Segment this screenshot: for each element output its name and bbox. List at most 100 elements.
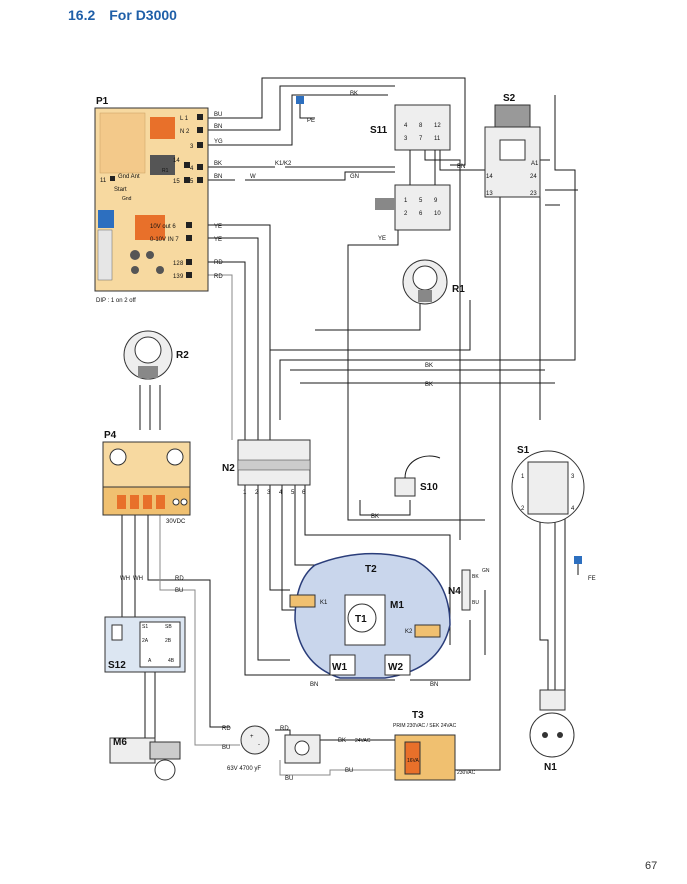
wire-label: BN: [214, 174, 222, 180]
s11-actuator: [375, 198, 395, 210]
wire-label: BK: [425, 382, 433, 388]
p1-capacitor-2: [146, 251, 154, 259]
s11-pin-7: 7: [419, 136, 423, 142]
p1-transformer: [150, 155, 175, 175]
label-t2: T2: [365, 564, 377, 575]
wire-label: BU: [222, 745, 230, 751]
p1-dip-switch: [98, 210, 114, 228]
n2-pin-3: 3: [267, 490, 271, 496]
wire-label: BK: [350, 91, 358, 97]
label-n2: N2: [222, 463, 235, 474]
wire-label: RD: [222, 726, 231, 732]
s11-pin-3: 3: [404, 136, 408, 142]
n4-pin-bu: BU: [472, 600, 479, 606]
p1-terminal-7: 0-10V IN 7: [150, 237, 179, 243]
wire-label: BK: [338, 738, 346, 744]
s11-pin-8: 8: [419, 123, 423, 129]
p1-connector-strip: [97, 229, 113, 281]
p4-voltage: 30VDC: [166, 519, 186, 525]
pe-label: PE: [307, 118, 315, 124]
p1-label-start: Start: [114, 187, 127, 193]
p1-terminal-5: 5: [190, 179, 194, 185]
wire-label: BU: [285, 776, 293, 782]
label-s11: S11: [370, 125, 388, 136]
capacitor-value: 63V 4700 yF: [227, 766, 261, 772]
wire-label: GN: [350, 174, 359, 180]
s2-coil: [499, 139, 526, 161]
s12-pin-s1: S1: [142, 624, 148, 630]
s12-pin-2b: 2B: [165, 638, 172, 644]
wire-label: BK: [425, 363, 433, 369]
s12-pin-sb: SB: [165, 624, 172, 630]
label-s10: S10: [420, 482, 438, 493]
s2-pin-24: 24: [530, 174, 537, 180]
label-s1: S1: [517, 445, 530, 456]
p1-terminal-15: 15: [173, 179, 180, 185]
p1-terminal-12: 12: [173, 261, 180, 267]
n2-pin-6: 6: [302, 490, 306, 496]
label-p4: P4: [104, 430, 117, 441]
fe-label: FE: [588, 576, 596, 582]
n4-pin-bk: BK: [472, 574, 479, 580]
n4-terminal: N4 BK GN BU: [448, 568, 490, 611]
s1-pin-1: 1: [521, 474, 525, 480]
p1-analog-block: [135, 215, 165, 240]
label-m1: M1: [390, 600, 404, 611]
wire-label: RD: [280, 726, 289, 732]
section-title: For D3000: [109, 7, 177, 23]
label-w1: W1: [332, 662, 347, 673]
s10-body: [394, 477, 416, 497]
label-r1: R1: [452, 284, 465, 295]
s11-pin-6: 6: [419, 211, 423, 217]
wire-label: YE: [378, 236, 386, 242]
r1-sensor: R1: [402, 259, 465, 305]
capacitor-body: [240, 725, 270, 755]
label-n4: N4: [448, 586, 461, 597]
wire-label: YE: [214, 224, 222, 230]
section-number: 16.2: [68, 7, 96, 23]
wire-label: BK: [371, 514, 379, 520]
p1-label-r1: R1: [162, 168, 169, 174]
rectifier-body: [284, 734, 321, 764]
m1-motor: M1 T1 K1 K2 T2 W1 W2: [289, 552, 451, 679]
s2-head: [494, 104, 531, 128]
n4-body: [461, 569, 471, 611]
p1-label-gnd: Gnd: [122, 196, 132, 202]
label-w2: W2: [388, 662, 403, 673]
t3-transformer: T3 PRIM 230VAC / SEK 24VAC 16VA 24VAC 23…: [355, 710, 476, 781]
label-r2: R2: [176, 350, 189, 361]
wire-label: RD: [214, 260, 223, 266]
t3-body: [394, 734, 456, 781]
s12-switch: S12 S1 SB 2A 2B A 4B: [104, 616, 186, 673]
s12-pin-2a: 2A: [142, 638, 149, 644]
rectifier: [284, 734, 321, 764]
p1-terminal-14: 14: [173, 158, 180, 164]
p1-terminal-2: N 2: [180, 129, 190, 135]
p1-capacitor-3: [131, 266, 139, 274]
n2-pin-4: 4: [279, 490, 283, 496]
p1-relay-block: [150, 117, 175, 139]
r2-sensor: R2: [123, 330, 189, 380]
p1-terminal-11: 11: [100, 178, 107, 184]
m6-motor: M6: [109, 737, 181, 781]
wire-label: BU: [175, 588, 183, 594]
s11-pin-10: 10: [434, 211, 441, 217]
s2-pin-14: 14: [486, 174, 493, 180]
p1-terminal-3: 3: [190, 144, 194, 150]
wire-label: RD: [214, 274, 223, 280]
s12-pin-a: A: [148, 658, 152, 664]
s11-pin-11: 11: [434, 136, 441, 142]
label-s2: S2: [503, 93, 516, 104]
p4-module: P4 30VDC: [102, 430, 191, 525]
wire-label: WH: [120, 576, 130, 582]
wire-label: BK: [214, 161, 222, 167]
s2-pin-23: 23: [530, 191, 537, 197]
label-n1: N1: [544, 762, 557, 773]
s2-pin-a1: A1: [531, 161, 539, 167]
s11-lower-block: [394, 184, 451, 231]
wire-label: W: [250, 174, 256, 180]
wire-label: K1/K2: [275, 161, 292, 167]
wire-label: BN: [310, 682, 318, 688]
s11-switch: 4 8 12 3 7 11 1 5 9 2 6 10 S11: [370, 104, 451, 231]
